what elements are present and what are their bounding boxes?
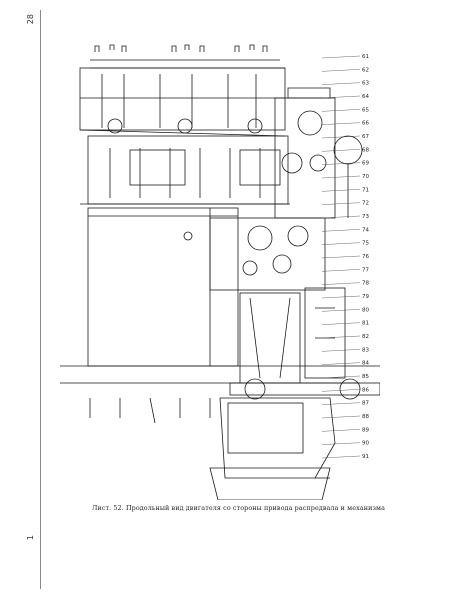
callout-number: 79 (362, 294, 369, 300)
callout-number: 76 (362, 254, 369, 260)
callout-number: 73 (362, 214, 369, 220)
callout-number: 74 (362, 227, 369, 233)
callout-number: 81 (362, 321, 369, 327)
callout-leader (321, 149, 361, 152)
figure-caption: Лист. 52. Продольный вид двигателя со ст… (92, 504, 386, 512)
callout-leader (321, 189, 361, 192)
governor-assembly (274, 87, 363, 219)
callout-number: 66 (362, 121, 369, 127)
callout-number: 62 (362, 67, 369, 73)
callout-number: 78 (362, 281, 369, 287)
callout-leader (321, 135, 361, 139)
callout-leader (321, 69, 361, 72)
callout-leader (321, 349, 361, 352)
callout-leader (321, 55, 361, 59)
callout-number: 82 (362, 334, 369, 340)
callout-leader (321, 442, 361, 445)
callout-leader (321, 295, 361, 299)
base-feet (89, 397, 211, 424)
callout-number: 80 (362, 307, 369, 313)
page-number-top: 28 (26, 14, 35, 25)
scan-edge-line (40, 10, 41, 589)
callout-leader (321, 109, 361, 112)
callout-leader (321, 215, 361, 219)
callout-leader (321, 375, 361, 379)
callout-number: 68 (362, 147, 369, 153)
callout-leader (321, 202, 361, 205)
cylinder-frame (80, 135, 290, 205)
gear-train (209, 217, 326, 291)
callout-leader (321, 175, 361, 179)
callout-number: 67 (362, 134, 369, 140)
cylinder-head (79, 67, 286, 137)
callout-number: 61 (362, 54, 369, 60)
callout-leader (321, 335, 361, 339)
callout-number: 63 (362, 81, 369, 87)
engine-drawing: 61 62 63 64 65 66 67 68 69 70 71 72 73 74 75 76 77 78 79 80… (60, 44, 380, 500)
callout-leader (321, 389, 361, 392)
callout-labels: 61 62 63 64 65 66 67 68 69 70 71 72 73 74 75 76 77 78 79 80… (321, 54, 369, 460)
callout-number: 69 (362, 161, 369, 167)
callout-leader (321, 242, 361, 245)
crankshaft (229, 378, 380, 400)
callout-leader (321, 229, 361, 232)
callout-leader (321, 362, 361, 365)
callout-leader (321, 282, 361, 285)
callout-leader (321, 122, 361, 125)
callout-number: 71 (362, 187, 369, 193)
callout-leader (321, 82, 361, 85)
callout-leader (321, 95, 361, 99)
callout-number: 84 (362, 361, 369, 367)
callout-number: 90 (362, 441, 369, 447)
callout-leader (321, 162, 361, 165)
page-number-bottom: 1 (26, 535, 35, 541)
callout-leader (321, 269, 361, 272)
callout-number: 65 (362, 107, 369, 113)
crankcase (209, 397, 336, 500)
callout-number: 77 (362, 267, 369, 273)
engine-frame (60, 207, 380, 384)
callout-leader (321, 429, 361, 432)
callout-number: 89 (362, 427, 369, 433)
callout-number: 72 (362, 201, 369, 207)
callout-leader (321, 415, 361, 419)
callout-number: 75 (362, 241, 369, 247)
callout-leader (321, 309, 361, 312)
callout-leader (321, 255, 361, 259)
callout-leader (321, 402, 361, 405)
valve-fittings (90, 44, 285, 69)
callout-number: 86 (362, 387, 369, 393)
callout-number: 91 (362, 454, 369, 460)
callout-number: 87 (362, 401, 369, 407)
callout-leader (321, 322, 361, 325)
callout-leader (321, 455, 361, 459)
connecting-rod (239, 287, 346, 384)
callout-number: 88 (362, 414, 369, 420)
callout-number: 83 (362, 347, 369, 353)
callout-number: 70 (362, 174, 369, 180)
callout-number: 64 (362, 94, 369, 100)
callout-number: 85 (362, 374, 369, 380)
